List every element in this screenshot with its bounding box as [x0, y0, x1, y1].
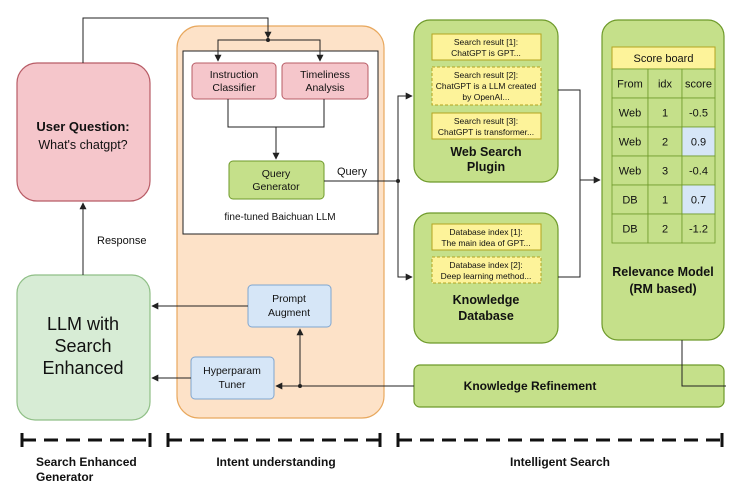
prompt-augment-line-2: Augment	[268, 307, 310, 319]
score-board-cell-text: 3	[662, 166, 668, 178]
section-ruler-ticks	[20, 433, 724, 447]
score-board-cell-text: 1	[662, 108, 668, 120]
search-result-1-line-1: Search result [1]:	[454, 37, 518, 47]
timeliness-analysis-box: Timeliness Analysis	[281, 62, 369, 100]
score-board-cell-text: DB	[622, 195, 637, 207]
search-result-3-line-1: Search result [3]:	[454, 116, 518, 126]
query-generator-line-1: Query	[262, 168, 291, 180]
query-generator-box: Query Generator	[228, 160, 325, 200]
timeliness-analysis-line-1: Timeliness	[300, 69, 350, 81]
score-board-header-text: idx	[658, 79, 673, 91]
score-board-cell	[611, 213, 649, 244]
db-index-1-line-1: Database index [1]:	[449, 227, 522, 237]
search-result-3	[431, 112, 542, 140]
hyperparam-tuner-line-1: Hyperparam	[203, 365, 261, 377]
knowledge-database-box: Database index [1]: The main idea of GPT…	[413, 212, 559, 344]
score-board-cell-text: DB	[622, 224, 637, 236]
instruction-classifier-line-1: Instruction	[210, 69, 259, 81]
score-board-cell-text: 0.9	[691, 137, 706, 149]
knowledge-db-title-1: Knowledge	[453, 293, 520, 307]
score-board-cell	[611, 155, 649, 186]
score-board-cell-text: 1	[662, 195, 668, 207]
knowledge-db-title-2: Database	[458, 309, 514, 323]
section-label-intelligent-search: Intelligent Search	[510, 455, 610, 469]
score-board-title: Score board	[634, 53, 694, 65]
db-index-2-line-2: Deep learning method...	[441, 271, 532, 281]
score-board-header-text: score	[685, 79, 712, 91]
score-board-cell	[647, 126, 683, 157]
score-board-cell-text: Web	[619, 108, 641, 120]
instruction-classifier-box: Instruction Classifier	[191, 62, 277, 100]
score-board-cell-text: -1.2	[689, 224, 708, 236]
section-label-generator-1: Search Enhanced	[36, 455, 137, 469]
relevance-model-title-1: Relevance Model	[612, 265, 713, 279]
db-index-1	[431, 223, 542, 251]
knowledge-refinement-box: Knowledge Refinement	[413, 364, 725, 408]
timeliness-analysis-line-2: Analysis	[305, 82, 344, 94]
search-result-2-line-2: ChatGPT is a LLM created	[436, 81, 537, 91]
instruction-classifier-line-2: Classifier	[212, 82, 256, 94]
user-question-text: What's chatgpt?	[38, 138, 127, 152]
score-board-cell	[611, 126, 649, 157]
search-result-1-line-2: ChatGPT is GPT...	[451, 48, 521, 58]
web-search-plugin-box: Search result [1]: ChatGPT is GPT... Sea…	[413, 19, 559, 183]
score-board-cell	[611, 97, 649, 128]
hyperparam-tuner-line-2: Tuner	[218, 379, 246, 391]
score-board-cell-text: Web	[619, 166, 641, 178]
score-board-cell	[681, 213, 716, 244]
score-board-cell-text: -0.4	[689, 166, 708, 178]
score-board-cell	[647, 155, 683, 186]
score-board-cell	[647, 97, 683, 128]
user-question-title: User Question:	[36, 119, 129, 134]
db-index-2-line-1: Database index [2]:	[449, 260, 522, 270]
score-board-cell	[681, 126, 716, 157]
score-board-cell-text: 0.7	[691, 195, 706, 207]
score-board-cell-text: -0.5	[689, 108, 708, 120]
query-generator-line-2: Generator	[252, 181, 300, 193]
search-result-2	[431, 66, 542, 106]
db-index-2	[431, 256, 542, 284]
relevance-model-title-2: (RM based)	[629, 282, 696, 296]
score-board-cell	[681, 97, 716, 128]
response-label: Response	[97, 235, 147, 247]
web-search-title-2: Plugin	[467, 160, 505, 174]
finetuned-llm-label: fine-tuned Baichuan LLM	[224, 212, 335, 223]
prompt-augment-box: Prompt Augment	[247, 284, 332, 328]
score-board-cell	[681, 184, 716, 215]
score-board-header-cell	[647, 68, 683, 99]
llm-search-enhanced-box: LLM with Search Enhanced	[16, 274, 151, 421]
db-index-1-line-2: The main idea of GPT...	[441, 238, 530, 248]
web-search-title-1: Web Search	[450, 145, 521, 159]
score-board-cell	[647, 213, 683, 244]
section-label-generator-2: Generator	[36, 470, 94, 482]
llm-line-1: LLM with	[47, 314, 119, 334]
llm-line-3: Enhanced	[42, 358, 123, 378]
prompt-augment-line-1: Prompt	[272, 293, 306, 305]
hyperparam-tuner-box: Hyperparam Tuner	[190, 356, 275, 400]
search-result-2-line-3: by OpenAI...	[462, 92, 509, 102]
llm-line-2: Search	[54, 336, 111, 356]
search-result-2-line-1: Search result [2]:	[454, 70, 518, 80]
knowledge-refinement-label: Knowledge Refinement	[464, 379, 597, 393]
score-board-cell	[681, 155, 716, 186]
score-board-cell-text: Web	[619, 137, 641, 149]
search-result-1	[431, 33, 542, 61]
section-label-intent: Intent understanding	[216, 455, 335, 469]
search-result-3-line-2: ChatGPT is transformer...	[438, 127, 534, 137]
score-board-header-text: From	[617, 79, 643, 91]
score-board-cell-text: 2	[662, 224, 668, 236]
rm-to-refinement-arrow	[681, 342, 726, 387]
user-question-box: User Question: What's chatgpt?	[16, 62, 151, 202]
score-board-cell-text: 2	[662, 137, 668, 149]
query-label: Query	[337, 166, 367, 178]
